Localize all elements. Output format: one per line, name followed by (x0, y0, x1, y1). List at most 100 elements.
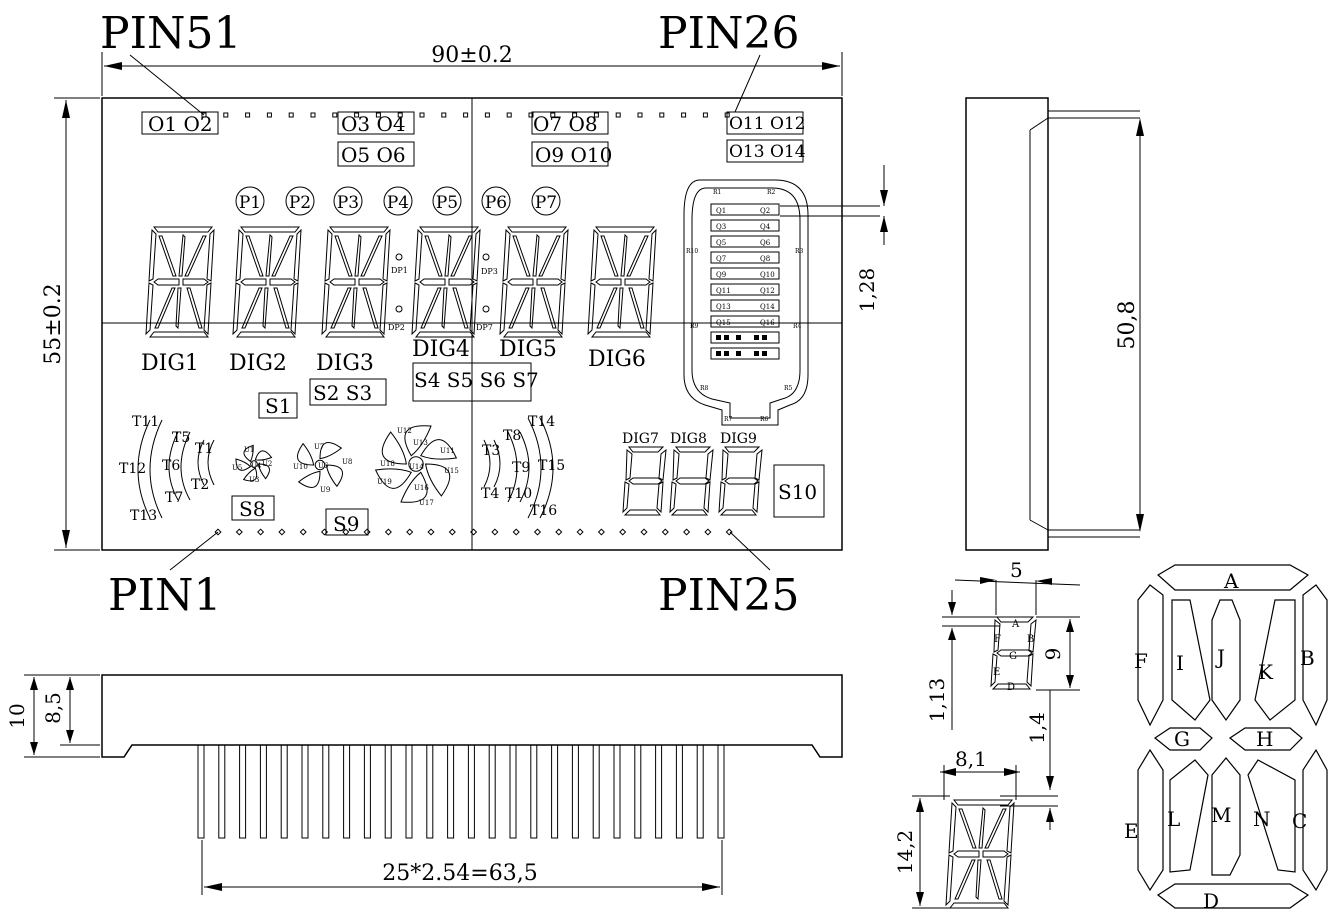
seg-e (1137, 748, 1164, 892)
ladder-block (724, 351, 729, 356)
ladder-corner-label: R6 (760, 416, 769, 423)
t-arcs-right (483, 417, 554, 519)
seg (1003, 854, 1012, 907)
pin-dot (533, 528, 542, 536)
arrow (916, 892, 924, 906)
ladder-corner-label: R3 (795, 248, 804, 255)
seg (532, 233, 540, 277)
dp-label: DP1 (391, 266, 408, 275)
pin-dot (725, 528, 733, 536)
fan-blade (381, 431, 407, 465)
box-o1o2 (141, 111, 219, 135)
pin-dot (310, 112, 316, 118)
arrow (940, 768, 956, 776)
dig-label: DIG3 (316, 351, 374, 376)
t-label: T3 (482, 443, 500, 459)
dp-label: DP2 (388, 323, 405, 332)
seg (953, 850, 980, 858)
arc (539, 417, 554, 519)
t-label: T16 (530, 503, 557, 519)
pin-dot (375, 112, 381, 118)
seg (986, 859, 1003, 900)
ladder-block (762, 335, 767, 340)
seg (351, 287, 358, 330)
ladder-label: Q16 (760, 319, 775, 327)
side-view-outline (965, 97, 1049, 551)
digit-14seg (499, 226, 569, 338)
arc (180, 431, 191, 501)
o7o8-label: O7 O8 (533, 112, 598, 136)
seg-a (1156, 564, 1310, 591)
s9-label: S9 (333, 512, 359, 536)
ladder-block (716, 351, 721, 356)
s4s7-label: S4 S5 S6 S7 (414, 368, 539, 392)
s10-label: S10 (778, 480, 817, 504)
pin-dot (506, 112, 512, 118)
detail-seg-label: G (1009, 651, 1017, 662)
detail-seg-label: B (1027, 634, 1034, 645)
seg (623, 509, 662, 516)
arrow (980, 577, 996, 584)
p-circle (481, 186, 511, 216)
pin-dot (572, 112, 578, 118)
seg (595, 278, 622, 286)
seg (420, 287, 442, 329)
ladder-label: Q3 (716, 223, 726, 231)
seg (622, 481, 630, 514)
u-label: U9 (320, 486, 330, 494)
seg (627, 446, 665, 453)
seg (269, 278, 296, 286)
seg (719, 509, 758, 516)
seg (379, 282, 388, 336)
bottom-pin (634, 744, 642, 839)
digit-7seg (669, 446, 714, 516)
box-o13o14 (726, 139, 804, 163)
p-label: P4 (387, 193, 409, 213)
seg (656, 481, 664, 514)
pin-dot (342, 528, 350, 536)
seg-b (1302, 584, 1328, 727)
dim-pinspan-label: 25*2.54=63,5 (382, 861, 537, 886)
seg-m (1211, 757, 1241, 876)
seg (954, 859, 976, 900)
pin-dot (441, 112, 447, 118)
s1-label: S1 (265, 394, 291, 418)
pin-dot (397, 112, 403, 118)
arrow (880, 216, 888, 232)
p-circle (235, 186, 265, 216)
seg-h (1228, 727, 1303, 751)
ladder-block (736, 351, 741, 356)
arrow (104, 62, 122, 70)
seg (358, 278, 385, 286)
seg (362, 287, 379, 329)
ladder-outline-inner (691, 187, 801, 419)
dim-height-label: 55±0.2 (41, 283, 66, 364)
fan-medium (297, 442, 343, 488)
fan-blade (242, 467, 258, 482)
bottom-view-outline (101, 674, 843, 758)
seg-d (1156, 883, 1310, 909)
seg (540, 287, 557, 329)
t-label: T12 (119, 461, 146, 477)
leader (734, 54, 761, 113)
pin26-label: PIN26 (658, 8, 799, 59)
ladder-corner-label: R8 (700, 385, 709, 392)
leader (169, 531, 219, 571)
seg (705, 448, 714, 481)
ladder-label: Q2 (760, 207, 770, 215)
seg (724, 477, 759, 485)
box-o7o8 (531, 111, 609, 135)
seg (273, 287, 290, 329)
t-label: T2 (191, 477, 209, 493)
box-s10 (773, 464, 825, 518)
s2s3-label: S2 S3 (313, 381, 372, 405)
dig-label: DIG5 (499, 337, 557, 362)
bottom-pin (696, 744, 704, 839)
p-label: P1 (239, 193, 261, 213)
seg (334, 235, 353, 277)
seg (628, 477, 663, 485)
fan-icons (235, 425, 458, 503)
u-label: U18 (380, 460, 395, 468)
p-label: P2 (289, 193, 311, 213)
seg (587, 282, 596, 336)
